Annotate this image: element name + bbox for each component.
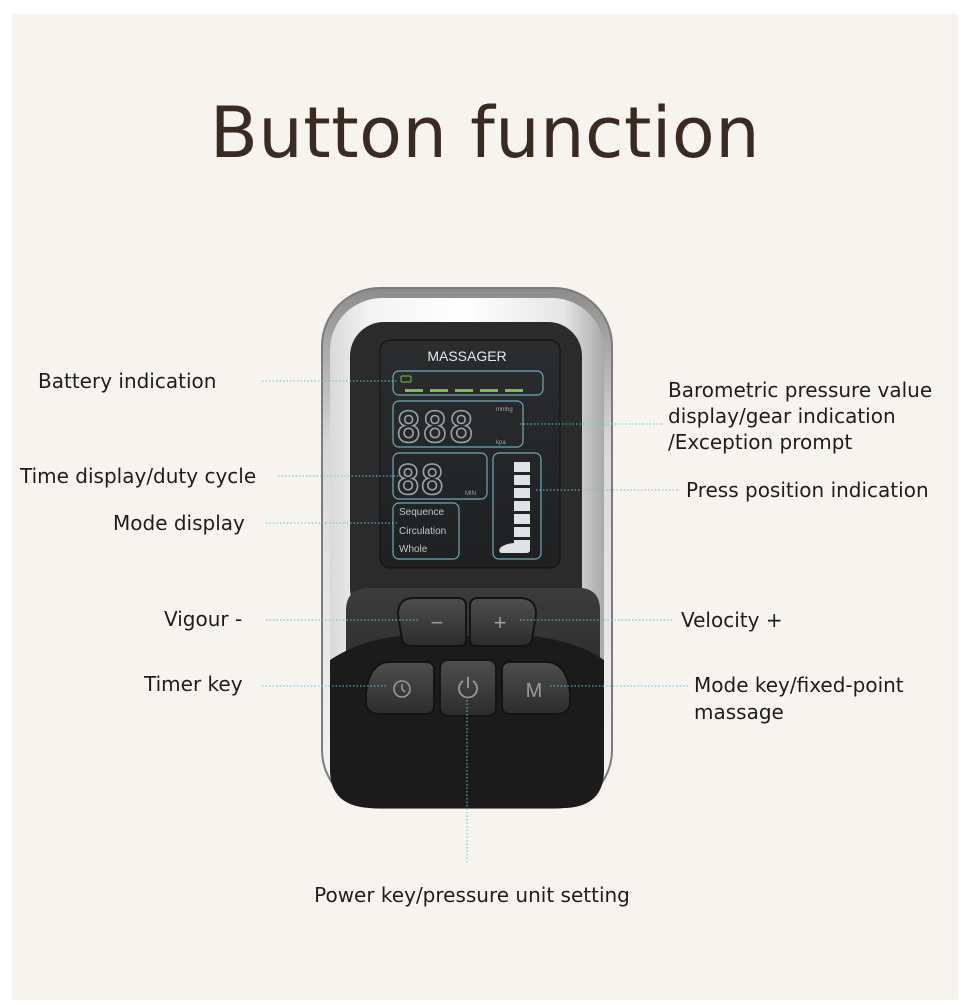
mode-item: Sequence [399,507,444,518]
battery-icon [400,375,412,383]
pressure-unit-kpa: kpa [496,440,506,446]
power-icon [458,677,478,699]
pressure-unit-mmhg: mmhg [496,407,513,413]
mode-list: Sequence Circulation Whole [392,502,460,560]
label-barometric-line-2: display/gear indication [668,404,896,428]
label-time-display: Time display/duty cycle [20,464,257,488]
time-unit: MIN [465,491,476,497]
label-barometric-line-1: Barometric pressure value [668,378,933,402]
battery-indicator [392,370,544,396]
mode-item: Whole [399,544,428,555]
label-mode-key-line-2: massage [694,700,784,724]
label-mode-key-line-1: Mode key/fixed-point [694,673,904,697]
page-title: Button function [209,92,761,174]
label-barometric-line-3: /Exception prompt [668,430,853,454]
label-mode-display: Mode display [113,511,245,535]
label-vigour: Vigour - [164,607,243,631]
brand-label: MASSAGER [427,348,506,364]
label-velocity: Velocity + [681,608,783,632]
label-press-position: Press position indication [686,478,929,502]
minus-key[interactable]: − [396,597,467,647]
leader-lines [262,380,690,862]
plus-key[interactable]: + [469,597,538,647]
foot-icon [499,540,530,553]
label-battery-indication: Battery indication [38,369,217,393]
pressure-digits: 888 [396,403,475,452]
pressure-display: 888 mmhg kpa [392,400,524,453]
timer-key[interactable] [365,661,435,715]
mode-item: Circulation [399,526,446,537]
power-key[interactable] [439,659,497,717]
plus-icon: + [494,610,507,635]
label-timer-key: Timer key [144,672,243,696]
time-digits: 88 [396,458,444,504]
time-display: 88 MIN [392,452,488,505]
label-power-key: Power key/pressure unit setting [314,883,630,907]
minus-icon: − [431,610,444,635]
timer-icon [393,680,411,698]
press-position-display [492,452,542,560]
mode-key-label: M [526,680,543,702]
mode-key[interactable]: M [501,661,571,715]
